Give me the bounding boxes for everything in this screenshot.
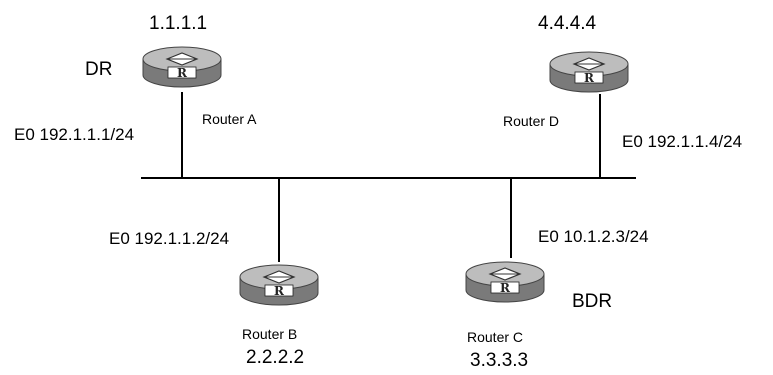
router-d-id: 4.4.4.4 <box>538 13 597 34</box>
router-b-id: 2.2.2.2 <box>246 347 304 368</box>
router-a-role: DR <box>85 59 112 80</box>
router-c-id: 3.3.3.3 <box>470 350 528 371</box>
router-d-icon <box>549 51 629 93</box>
router-a-name: Router A <box>202 111 257 127</box>
router-a-interface: E0 192.1.1.1/24 <box>14 125 134 144</box>
router-a-icon <box>142 46 222 88</box>
router-b-interface: E0 192.1.1.2/24 <box>109 229 229 248</box>
router-b-icon <box>239 264 319 306</box>
router-c-icon <box>465 261 545 303</box>
router-b-name: Router B <box>242 326 297 342</box>
router-d-interface: E0 192.1.1.4/24 <box>622 132 742 151</box>
router-a-id: 1.1.1.1 <box>149 13 207 34</box>
router-c-role: BDR <box>572 291 612 312</box>
router-d-name: Router D <box>503 113 559 129</box>
router-c-name: Router C <box>467 329 523 345</box>
router-c-interface: E0 10.1.2.3/24 <box>538 227 649 246</box>
